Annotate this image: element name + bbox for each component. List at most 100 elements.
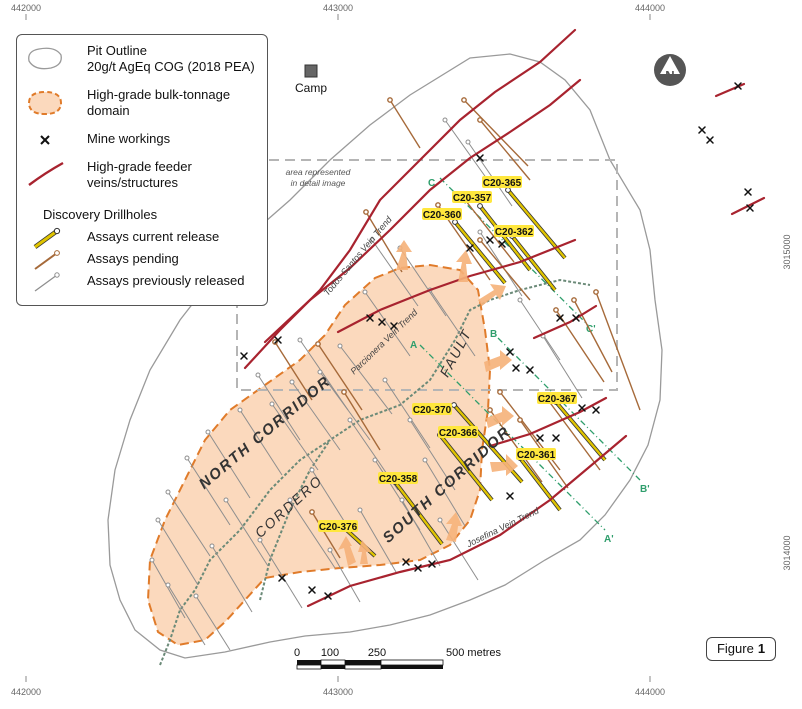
mine-working-icon <box>402 558 410 566</box>
mine-working-icon <box>592 406 600 414</box>
mine-workings-icon <box>40 135 50 145</box>
drillhole-label-c20-357: C20-357 <box>453 193 492 204</box>
grid-x-label-top-2: 443000 <box>323 3 353 13</box>
mine-working-icon <box>324 592 332 600</box>
mine-working-icon <box>506 348 514 356</box>
figure-number: 1 <box>757 641 766 656</box>
drillhole-label-bg <box>452 191 492 203</box>
fault-line-cordero <box>259 439 331 601</box>
assays-previous-symbol <box>34 272 60 292</box>
mine-working-icon <box>414 564 422 572</box>
drillhole-labels: C20-365 C20-357 C20-360 C20-362 C20-370 … <box>318 176 577 533</box>
drillhole-label-c20-362: C20-362 <box>495 227 534 238</box>
mine-working-icon <box>572 314 580 322</box>
section-label-c-prime: C' <box>586 324 596 335</box>
grid-x-label-bottom-2: 443000 <box>323 687 353 697</box>
grid-x-label-bottom-1: 442000 <box>11 687 41 697</box>
drillhole-label-bg <box>516 448 556 460</box>
scale-tick-500: 500 metres <box>446 647 502 659</box>
mine-working-icon <box>428 560 436 568</box>
mine-working-icon <box>578 404 586 412</box>
scale-bar: 0 100 250 500 metres <box>294 647 502 670</box>
camp-marker <box>304 64 318 78</box>
assays-pending-symbol <box>34 250 60 270</box>
detail-area-note-line2: in detail image <box>291 178 346 188</box>
mine-working-icon <box>378 318 386 326</box>
legend-bulk-domain-line2: domain <box>87 103 130 118</box>
drillhole-label-bg <box>438 426 478 438</box>
grid-y-label-2: 3014000 <box>782 535 792 570</box>
drillhole-label-bg <box>422 208 462 220</box>
scale-tick-100: 100 <box>321 647 339 659</box>
north-arrow: N <box>654 54 686 86</box>
mine-working-icon <box>476 154 484 162</box>
legend-assays-pending: Assays pending <box>87 251 179 266</box>
drillhole-label-bg <box>318 520 358 532</box>
drillhole-label-bg <box>412 403 452 415</box>
josefina-label: Josefina Vein Trend <box>464 505 541 550</box>
mine-working-icon <box>486 236 494 244</box>
drillhole-label-c20-365: C20-365 <box>483 178 522 189</box>
mine-working-icon <box>506 492 514 500</box>
grid-x-label-top-3: 444000 <box>635 3 665 13</box>
section-label-b: B <box>490 329 497 340</box>
grid-x-label-bottom-3: 444000 <box>635 687 665 697</box>
vein-east-1 <box>532 304 598 340</box>
pit-outline-symbol <box>28 47 62 70</box>
drillhole-label-c20-370: C20-370 <box>413 405 452 416</box>
mine-working-icon <box>278 574 286 582</box>
vein-parcionera <box>336 238 577 334</box>
drillhole-label-c20-358: C20-358 <box>379 474 418 485</box>
bulk-domain-symbol <box>27 90 63 116</box>
drillhole-label-bg <box>378 472 418 484</box>
legend-pit-outline-line2: 20g/t AgEq COG (2018 PEA) <box>87 59 255 74</box>
scale-tick-0: 0 <box>294 647 300 659</box>
mine-working-icon <box>552 434 560 442</box>
scale-tick-250: 250 <box>368 647 386 659</box>
trend-arrows <box>338 240 518 566</box>
section-label-a-prime: A' <box>604 534 614 545</box>
mine-working-icon <box>512 364 520 372</box>
mine-working-icon <box>240 352 248 360</box>
drillhole-label-c20-366: C20-366 <box>439 428 478 439</box>
legend-feeder-veins-line1: High-grade feeder <box>87 159 192 174</box>
camp-label: Camp <box>295 81 327 95</box>
legend-mine-workings: Mine workings <box>87 131 171 146</box>
mine-working-icon <box>706 136 714 144</box>
mine-working-icon <box>556 314 564 322</box>
drillholes-pending <box>272 97 641 559</box>
feeder-vein-symbol <box>28 161 64 186</box>
mine-working-icon <box>390 322 398 330</box>
mine-working-icon <box>734 82 742 90</box>
drillhole-label-bg <box>537 392 577 404</box>
drillhole-label-bg <box>482 176 522 188</box>
mine-working-icon <box>536 434 544 442</box>
section-line-b <box>497 337 641 481</box>
legend-drillholes-title: Discovery Drillholes <box>43 207 158 222</box>
legend-feeder-veins-line2: veins/structures <box>87 175 179 190</box>
mine-working-icon <box>366 314 374 322</box>
drillhole-label-bg <box>494 225 534 237</box>
section-label-c: C <box>428 178 435 189</box>
fault-line-main <box>159 278 591 666</box>
legend-assays-previous: Assays previously released <box>87 273 245 288</box>
north-arrow-label: N <box>665 68 674 83</box>
grid-y-label-1: 3015000 <box>782 234 792 269</box>
mine-working-icon <box>744 188 752 196</box>
drillhole-label-c20-367: C20-367 <box>538 394 577 405</box>
mine-working-icon <box>498 240 506 248</box>
grid-ticks <box>25 14 651 682</box>
drillhole-label-c20-361: C20-361 <box>517 450 556 461</box>
drillholes-previous <box>149 117 583 651</box>
vein-josefina <box>306 434 628 608</box>
mine-working-icon <box>308 586 316 594</box>
detail-area-note-line1: area represented <box>286 167 351 177</box>
mine-working-icon <box>746 204 754 212</box>
section-label-b-prime: B' <box>640 484 650 495</box>
mine-working-icon <box>274 336 282 344</box>
mine-working-icon <box>466 244 474 252</box>
feeder-veins <box>243 28 766 608</box>
